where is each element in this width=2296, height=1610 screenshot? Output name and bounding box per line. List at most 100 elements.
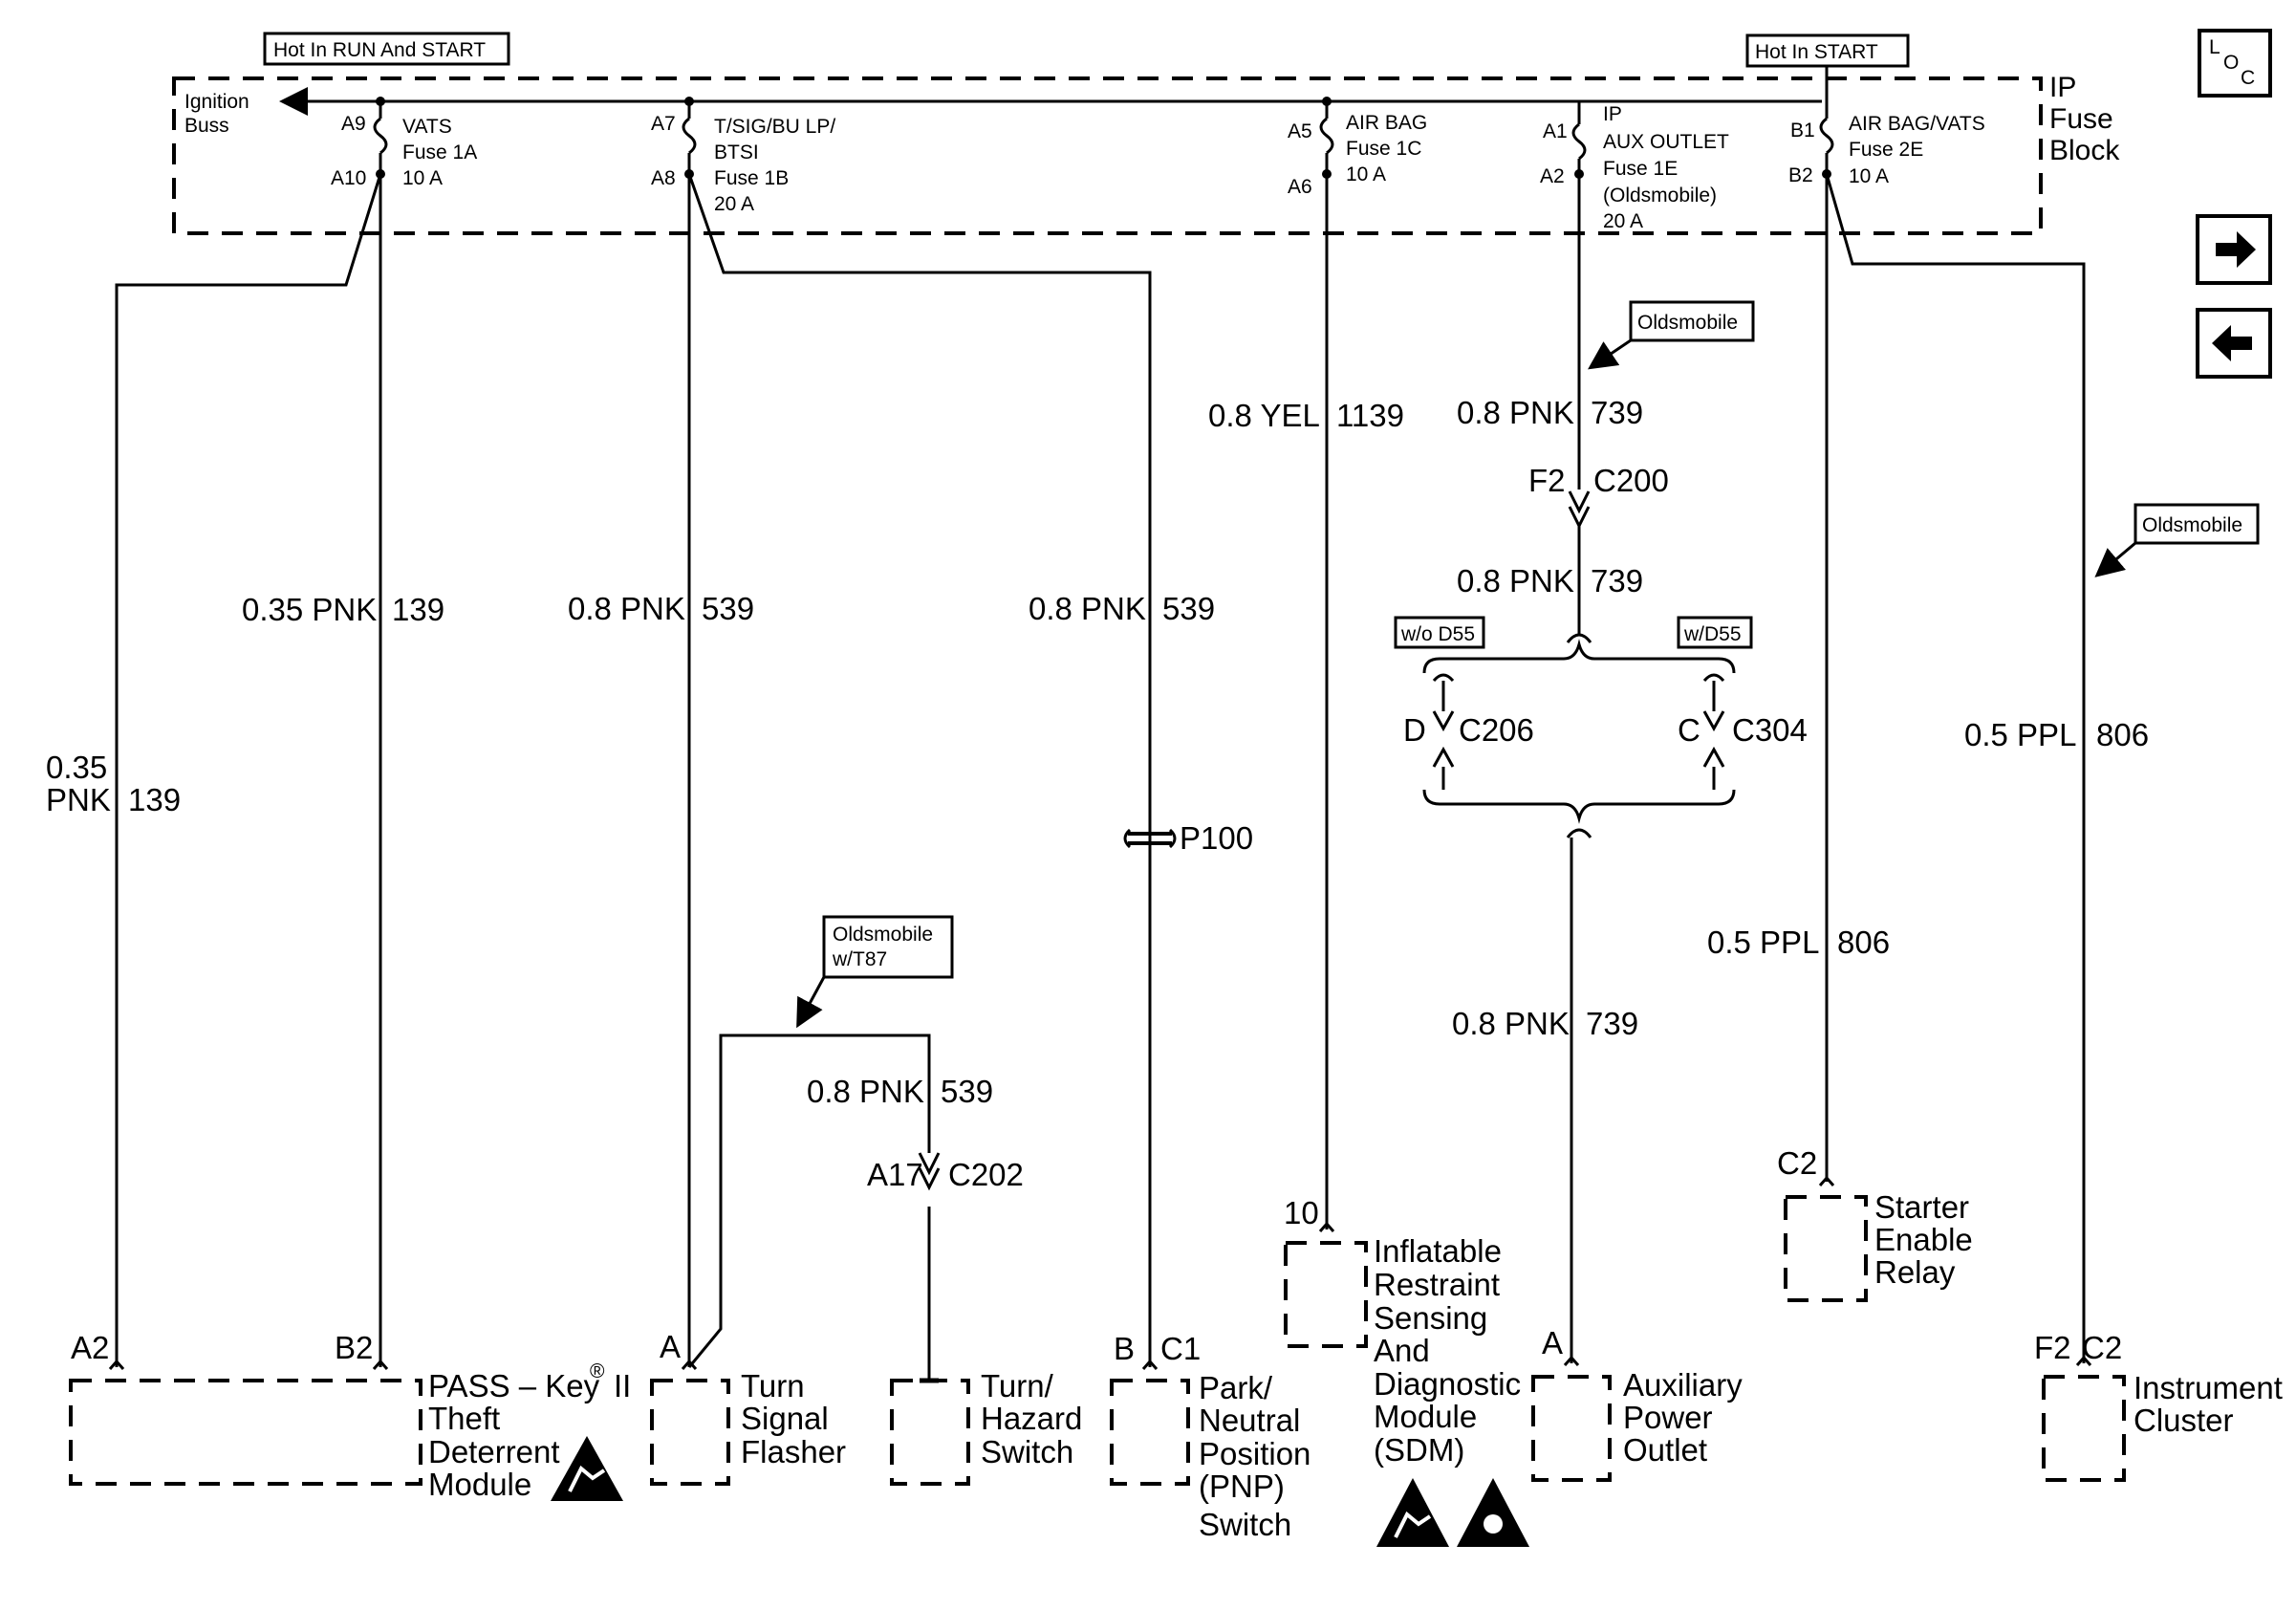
wire-739-split [1566, 633, 1592, 643]
svg-text:Auxiliary: Auxiliary [1623, 1367, 1743, 1403]
wire-739-c-label: 0.8 PNK [1452, 1006, 1570, 1041]
wire-1139-label: 1139 [1336, 398, 1404, 433]
svg-text:VATS: VATS [402, 116, 452, 138]
wire-139-left-label: PNK [46, 782, 111, 817]
wire-539-c-label: 0.8 PNK [1029, 591, 1146, 626]
back-button[interactable] [2196, 308, 2272, 379]
wire-139-mid-label: 0.35 PNK [242, 592, 377, 627]
svg-text:B2: B2 [1788, 164, 1813, 186]
fuse-1b: A7 A8 T/SIG/BU LP/ BTSI Fuse 1B 20 A [651, 97, 835, 215]
svg-text:C2: C2 [2082, 1330, 2122, 1365]
esd-warning-icon [1376, 1478, 1449, 1547]
svg-text:Fuse 1B: Fuse 1B [714, 167, 789, 189]
svg-text:10 A: 10 A [1346, 163, 1386, 185]
svg-text:L: L [2209, 36, 2220, 58]
wire-739-b-label: 739 [1591, 563, 1643, 598]
svg-text:Hot In START: Hot In START [1755, 41, 1878, 63]
svg-text:C2: C2 [1777, 1145, 1817, 1181]
svg-text:D: D [1403, 712, 1426, 748]
svg-text:w/T87: w/T87 [832, 948, 887, 970]
wire-139-mid-label: 139 [392, 592, 444, 627]
hot-start-label: Hot In START [1745, 33, 1910, 68]
wire-806-a-label: 0.5 PPL [1964, 717, 2076, 752]
airbag-warning-icon [1457, 1478, 1529, 1547]
wire-539-b-label: 539 [941, 1074, 993, 1109]
instrument-cluster: F2 C2 Instrument Cluster [2034, 1330, 2283, 1482]
c206-connector: D C206 [1403, 673, 1534, 790]
svg-text:Oldsmobile: Oldsmobile [1637, 312, 1738, 334]
wire-739-b-label: 0.8 PNK [1457, 563, 1574, 598]
svg-text:A5: A5 [1288, 120, 1312, 142]
svg-text:F2: F2 [1528, 463, 1566, 498]
starter-enable-relay: C2 Starter Enable Relay [1777, 1145, 1973, 1302]
oldsmobile-t87-arrow [796, 976, 826, 1029]
oldsmobile-arrow-739 [1588, 338, 1632, 370]
svg-text:Signal: Signal [741, 1401, 829, 1436]
forward-button[interactable] [2196, 214, 2272, 285]
w-d55-badge: w/D55 [1677, 616, 1753, 649]
svg-text:Position: Position [1199, 1436, 1310, 1471]
oldsmobile-badge-739: Oldsmobile [1629, 300, 1755, 342]
oldsmobile-badge-806: Oldsmobile [2134, 503, 2260, 545]
svg-text:Oldsmobile: Oldsmobile [833, 924, 933, 946]
wire-806-b-label: 0.5 PPL [1707, 925, 1819, 960]
svg-text:Starter: Starter [1874, 1189, 1969, 1225]
svg-text:A1: A1 [1543, 120, 1568, 142]
svg-text:C202: C202 [948, 1157, 1024, 1192]
svg-text:Outlet: Outlet [1623, 1432, 1707, 1468]
svg-text:BTSI: BTSI [714, 141, 759, 163]
svg-text:Park/: Park/ [1199, 1370, 1273, 1405]
svg-text:®: ® [590, 1360, 605, 1382]
ignition-buss-label: Buss [184, 115, 229, 137]
svg-text:II: II [614, 1368, 631, 1403]
pnp-switch: B C1 Park/ Neutral Position (PNP) Switch [1110, 1331, 1310, 1542]
wire-1139-label: 0.8 YEL [1208, 398, 1320, 433]
svg-text:And: And [1374, 1333, 1430, 1368]
arrow-right-icon [2216, 231, 2256, 268]
svg-text:10 A: 10 A [402, 167, 443, 189]
svg-text:Neutral: Neutral [1199, 1403, 1300, 1438]
svg-text:Hazard: Hazard [981, 1401, 1082, 1436]
svg-text:(Oldsmobile): (Oldsmobile) [1603, 185, 1717, 207]
svg-text:A: A [1542, 1325, 1563, 1360]
svg-text:B: B [1114, 1331, 1135, 1366]
wire-539-b-label: 0.8 PNK [807, 1074, 924, 1109]
wire-806-b-label: 806 [1837, 925, 1890, 960]
svg-text:C: C [1678, 712, 1700, 748]
svg-text:10: 10 [1284, 1195, 1319, 1230]
fuse-1e: A1 A2 IP AUX OUTLET Fuse 1E (Oldsmobile)… [1540, 101, 1729, 232]
svg-text:Restraint: Restraint [1374, 1267, 1500, 1302]
svg-text:10 A: 10 A [1849, 165, 1889, 187]
fuse-1c: A5 A6 AIR BAG Fuse 1C 10 A [1288, 97, 1427, 198]
wire-539-a-label: 0.8 PNK [568, 591, 685, 626]
svg-text:20 A: 20 A [714, 193, 754, 215]
svg-text:Flasher: Flasher [741, 1434, 846, 1469]
oldsmobile-t87-badge: Oldsmobile w/T87 [822, 915, 954, 979]
svg-text:A6: A6 [1288, 176, 1312, 198]
svg-text:C304: C304 [1732, 712, 1808, 748]
svg-text:C1: C1 [1160, 1331, 1201, 1366]
svg-text:Switch: Switch [981, 1434, 1073, 1469]
locator-button[interactable]: L O C [2198, 29, 2272, 98]
svg-text:Relay: Relay [1874, 1254, 1956, 1290]
svg-text:B2: B2 [335, 1330, 373, 1365]
svg-text:w/D55: w/D55 [1683, 623, 1742, 645]
svg-text:AUX OUTLET: AUX OUTLET [1603, 131, 1729, 153]
svg-text:Enable: Enable [1874, 1222, 1973, 1257]
svg-text:Theft: Theft [428, 1401, 500, 1436]
svg-text:Switch: Switch [1199, 1507, 1291, 1542]
svg-text:F2: F2 [2034, 1330, 2071, 1365]
options-bracket-bottom [1422, 789, 1736, 824]
svg-text:C206: C206 [1459, 712, 1534, 748]
fuse-2e: B1 B2 AIR BAG/VATS Fuse 2E 10 A [1788, 67, 1985, 187]
svg-text:Cluster: Cluster [2134, 1403, 2234, 1438]
svg-text:Power: Power [1623, 1400, 1713, 1435]
wire-739-a-label: 0.8 PNK [1457, 395, 1574, 430]
passkey-module: A2 B2 PASS – Key ® II Theft Deterrent Mo… [69, 1330, 631, 1502]
c200-connector: F2 C200 [1528, 463, 1669, 530]
oldsmobile-arrow-806 [2094, 541, 2136, 577]
svg-text:Diagnostic: Diagnostic [1374, 1366, 1521, 1402]
svg-text:T/SIG/BU LP/: T/SIG/BU LP/ [714, 116, 835, 138]
svg-text:Module: Module [1374, 1399, 1477, 1434]
svg-text:Fuse 1C: Fuse 1C [1346, 138, 1421, 160]
